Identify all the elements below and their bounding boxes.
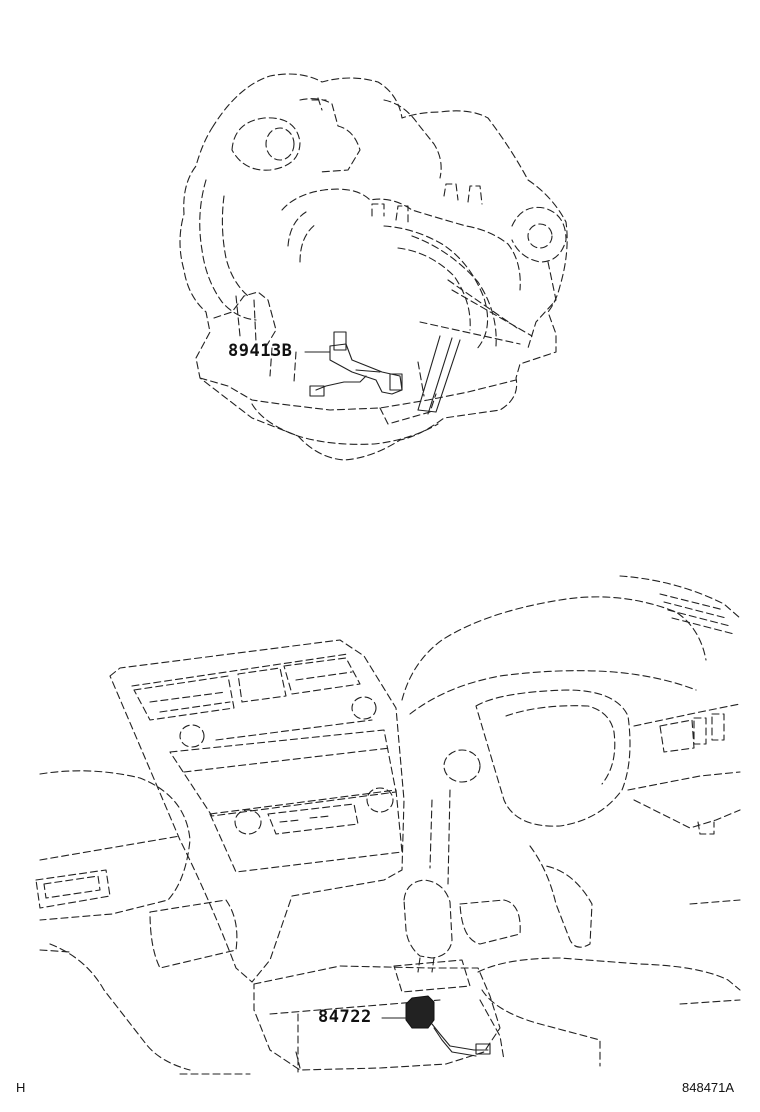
- footer-left-mark: H: [16, 1080, 26, 1095]
- sensor-bracket-89413B: [309, 331, 403, 397]
- interior-illustration: [35, 575, 741, 1075]
- transmission-illustration: [179, 73, 568, 461]
- part-number-89413B: 89413B: [228, 341, 293, 361]
- figure-id: 848471A: [682, 1080, 735, 1095]
- part-number-84722: 84722: [318, 1007, 372, 1027]
- switch-module-84722: [405, 995, 491, 1057]
